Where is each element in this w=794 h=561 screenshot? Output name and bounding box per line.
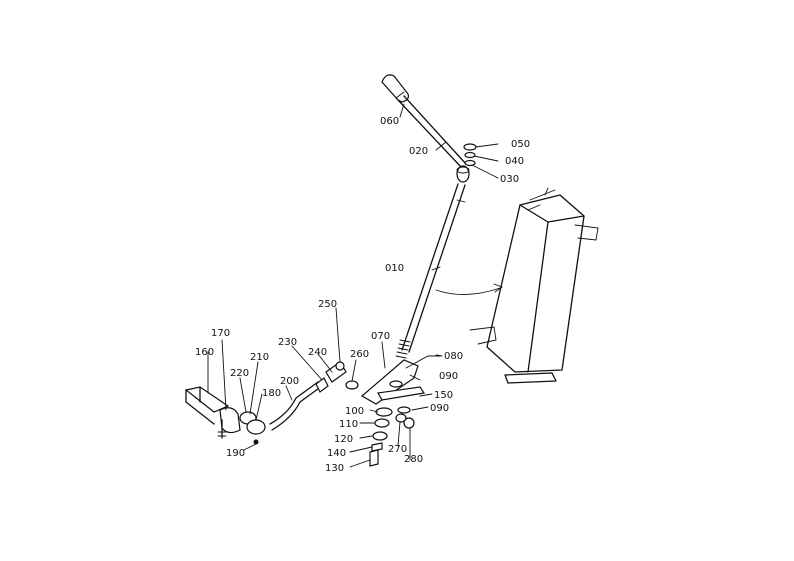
part-label-200: 200 [280,376,299,387]
part-label-090-lower: 090 [430,403,449,414]
part-label-160: 160 [195,347,214,358]
pedal-assembly [184,386,266,445]
part-label-080: 080 [444,351,463,362]
lever-assembly [381,74,503,359]
part-label-230: 230 [278,337,297,348]
part-label-070: 070 [371,331,390,342]
part-label-250: 250 [318,299,337,310]
part-label-130: 130 [325,463,344,474]
pin-stack [369,407,393,467]
part-label-270: 270 [388,444,407,455]
main-shaft [395,183,466,359]
part-label-240: 240 [308,347,327,358]
part-label-020: 020 [409,146,428,157]
part-label-040: 040 [505,156,524,167]
lower-bracket [360,355,441,414]
upper-lever [397,95,470,183]
part-label-170: 170 [211,328,230,339]
part-label-280: 280 [404,454,423,465]
part-label-150: 150 [434,390,453,401]
part-label-110: 110 [339,419,358,430]
part-label-190: 190 [226,448,245,459]
housing [469,187,599,384]
link-rod-assembly [269,361,347,431]
part-label-050: 050 [511,139,530,150]
part-label-030: 030 [500,174,519,185]
assembly-arrow [435,287,501,295]
grip-knob [381,74,409,103]
part-label-140: 140 [327,448,346,459]
part-label-060: 060 [380,116,399,127]
leader-lines [207,103,499,468]
washer-stack [463,143,477,167]
part-label-220: 220 [230,368,249,379]
part-label-010: 010 [385,263,404,274]
part-label-120: 120 [334,434,353,445]
part-label-090-upper: 090 [439,371,458,382]
part-label-180: 180 [262,388,281,399]
part-label-100: 100 [345,406,364,417]
part-label-210: 210 [250,352,269,363]
part-label-260: 260 [350,349,369,360]
part-labels: 010 020 030 040 050 060 070 080 090 090 … [195,116,530,474]
